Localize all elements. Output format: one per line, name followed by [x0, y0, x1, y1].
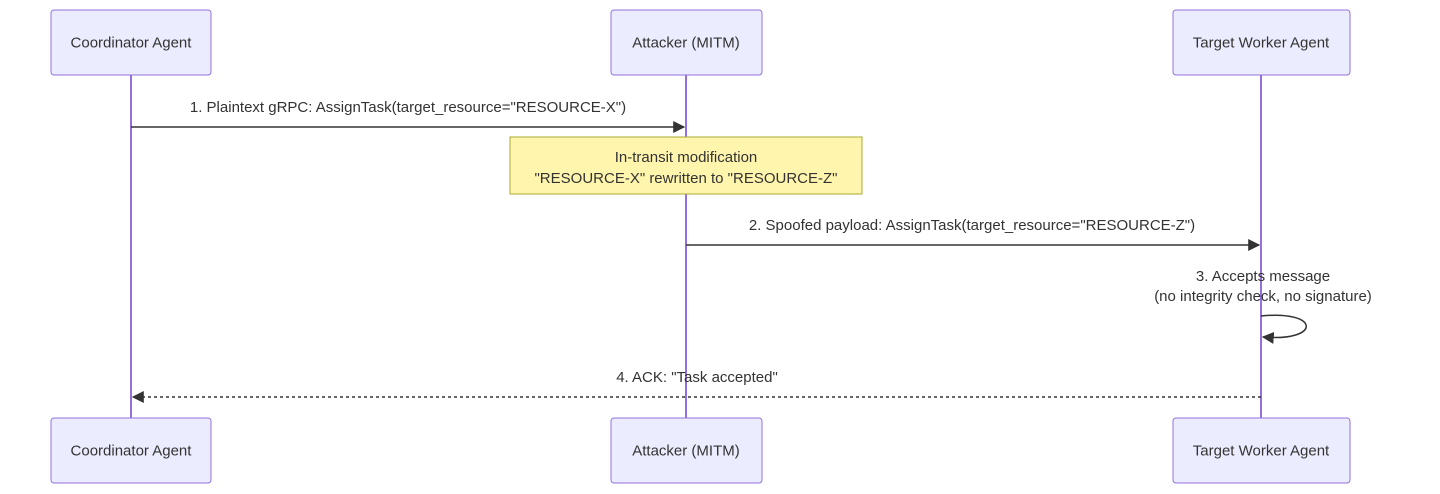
actor-top-coordinator: Coordinator Agent: [50, 9, 212, 76]
message-3-label-line-1: 3. Accepts message: [1196, 268, 1330, 285]
actor-bottom-attacker-label: Attacker (MITM): [632, 443, 740, 460]
message-2: 2. Spoofed payload: AssignTask(target_re…: [686, 217, 1261, 251]
actor-bottom-coordinator-label: Coordinator Agent: [71, 443, 193, 460]
message-3-self: 3. Accepts message (no integrity check, …: [1154, 268, 1372, 344]
actor-bottom-coordinator: Coordinator Agent: [50, 417, 212, 484]
message-1-label: 1. Plaintext gRPC: AssignTask(target_res…: [190, 99, 626, 116]
message-1: 1. Plaintext gRPC: AssignTask(target_res…: [131, 99, 686, 133]
note-line-2: "RESOURCE-X" rewritten to "RESOURCE-Z": [534, 170, 837, 187]
actor-bottom-worker-label: Target Worker Agent: [1193, 443, 1330, 460]
message-4: 4. ACK: "Task accepted": [131, 369, 1261, 403]
actor-top-attacker-label: Attacker (MITM): [632, 35, 740, 52]
actor-bottom-attacker: Attacker (MITM): [610, 417, 763, 484]
note-in-transit: In-transit modification "RESOURCE-X" rew…: [509, 136, 863, 195]
actor-bottom-worker: Target Worker Agent: [1172, 417, 1351, 484]
message-4-label: 4. ACK: "Task accepted": [616, 369, 778, 386]
actor-top-worker: Target Worker Agent: [1172, 9, 1351, 76]
actor-top-worker-label: Target Worker Agent: [1193, 35, 1330, 52]
actor-top-attacker: Attacker (MITM): [610, 9, 763, 76]
actor-top-coordinator-label: Coordinator Agent: [71, 35, 193, 52]
message-3-arrow: [1260, 314, 1307, 344]
note-line-1: In-transit modification: [615, 149, 758, 166]
message-3-label-line-2: (no integrity check, no signature): [1154, 288, 1372, 305]
message-2-label: 2. Spoofed payload: AssignTask(target_re…: [749, 217, 1195, 234]
